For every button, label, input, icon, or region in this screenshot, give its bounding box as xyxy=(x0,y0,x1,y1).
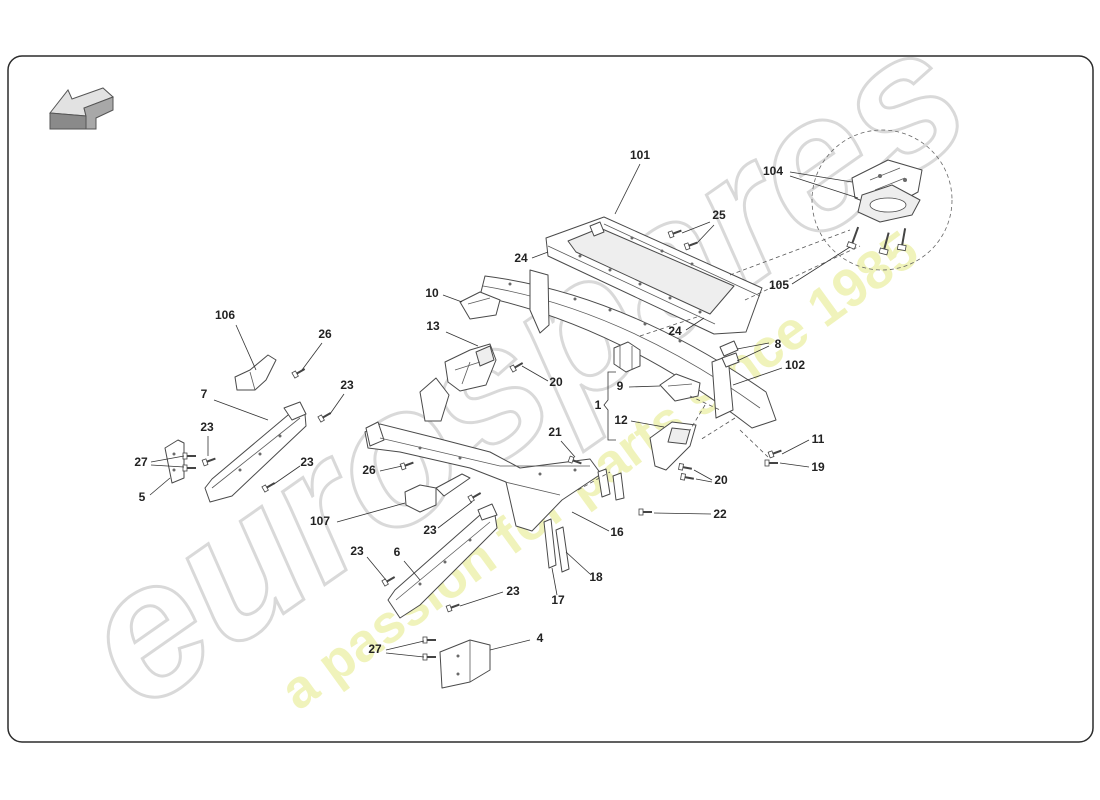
plate-18 xyxy=(555,526,570,573)
callout-20[interactable]: 20 xyxy=(549,375,563,389)
side-rail-6 xyxy=(387,503,498,619)
diagram-frame xyxy=(7,55,1094,743)
callout-24[interactable]: 24 xyxy=(514,251,528,265)
callout-20[interactable]: 20 xyxy=(714,473,728,487)
fasteners xyxy=(182,229,782,661)
callout-16[interactable]: 16 xyxy=(610,525,624,539)
callout-13[interactable]: 13 xyxy=(426,319,440,333)
plate-5 xyxy=(164,439,185,484)
bracket-24 xyxy=(613,341,641,373)
callout-23[interactable]: 23 xyxy=(200,420,214,434)
hook-bolts xyxy=(846,226,907,256)
bracket-13 xyxy=(444,343,497,392)
leader-lines xyxy=(149,163,859,658)
callout-26[interactable]: 26 xyxy=(318,327,332,341)
callout-23[interactable]: 23 xyxy=(340,378,354,392)
bracket-12 xyxy=(649,421,697,471)
callout-101[interactable]: 101 xyxy=(630,148,650,162)
callout-17[interactable]: 17 xyxy=(551,593,565,607)
callout-25[interactable]: 25 xyxy=(712,208,726,222)
callout-102[interactable]: 102 xyxy=(785,358,805,372)
rear-cross-beam xyxy=(479,269,777,429)
plate-17 xyxy=(543,518,557,569)
plate-4 xyxy=(439,639,491,689)
callout-106[interactable]: 106 xyxy=(215,308,235,322)
callout-7[interactable]: 7 xyxy=(201,387,208,401)
callout-22[interactable]: 22 xyxy=(713,507,727,521)
callout-23[interactable]: 23 xyxy=(506,584,520,598)
callout-23[interactable]: 23 xyxy=(300,455,314,469)
callout-5[interactable]: 5 xyxy=(139,490,146,504)
callout-18[interactable]: 18 xyxy=(589,570,603,584)
bracket-106 xyxy=(234,354,277,391)
bracket-107 xyxy=(404,473,471,513)
bracket-8 xyxy=(719,340,740,368)
callout-11[interactable]: 11 xyxy=(812,432,825,446)
callout-105[interactable]: 105 xyxy=(769,278,789,292)
assembly-lines xyxy=(577,229,861,491)
callout-27[interactable]: 27 xyxy=(134,455,148,469)
callout-104[interactable]: 104 xyxy=(763,164,783,178)
callout-6[interactable]: 6 xyxy=(394,545,401,559)
shims-16 xyxy=(597,468,625,501)
callout-23[interactable]: 23 xyxy=(423,523,437,537)
callout-8[interactable]: 8 xyxy=(775,337,782,351)
detail-inset xyxy=(811,129,953,271)
callout-24[interactable]: 24 xyxy=(668,324,682,338)
callout-19[interactable]: 19 xyxy=(811,460,825,474)
side-rail-7 xyxy=(204,401,307,503)
callout-23[interactable]: 23 xyxy=(350,544,364,558)
callout-26[interactable]: 26 xyxy=(362,463,376,477)
callout-4[interactable]: 4 xyxy=(537,631,544,645)
callout-10[interactable]: 10 xyxy=(425,286,439,300)
bracket-9 xyxy=(659,373,701,402)
callout-12[interactable]: 12 xyxy=(614,413,628,427)
callouts: 101 104 25 24 105 10 106 26 13 24 8 102 … xyxy=(134,148,825,656)
callout-9[interactable]: 9 xyxy=(617,379,624,393)
callout-1[interactable]: 1 xyxy=(595,398,602,412)
callout-21[interactable]: 21 xyxy=(548,425,562,439)
central-crossmember xyxy=(364,377,602,532)
callout-107[interactable]: 107 xyxy=(310,514,330,528)
bracket-10 xyxy=(459,291,501,320)
tow-hook-bracket xyxy=(851,159,923,223)
callout-27[interactable]: 27 xyxy=(368,642,382,656)
arrow-back-icon[interactable] xyxy=(49,87,114,130)
rear-bumper-frame xyxy=(545,216,763,335)
